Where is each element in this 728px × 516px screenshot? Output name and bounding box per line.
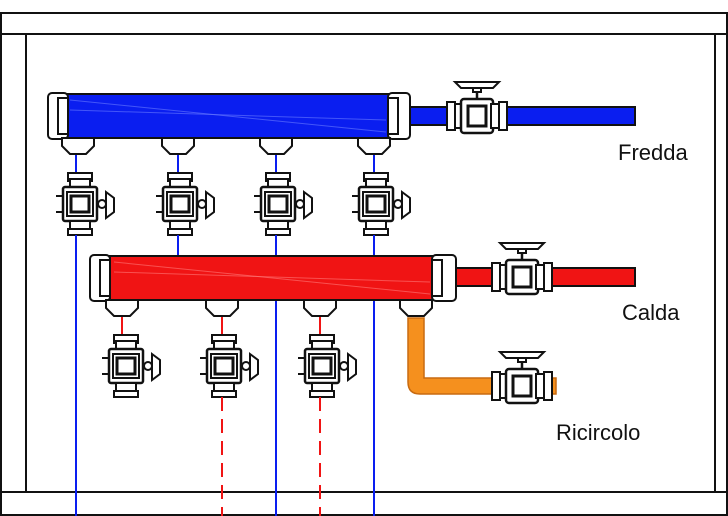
cold-supply-valve (445, 80, 509, 135)
recirc-line (407, 317, 557, 405)
cold-outlet-valve-3 (252, 171, 314, 237)
label-cold: Fredda (618, 140, 688, 165)
cold-outlet-valve-1 (54, 171, 116, 237)
cold-supply-pipe (409, 106, 636, 126)
cold-manifold (47, 80, 636, 516)
label-hot: Calda (622, 300, 680, 325)
hot-outlet-valve-2 (198, 333, 260, 399)
recirc-valve (490, 350, 554, 405)
hot-supply-valve (490, 241, 554, 296)
label-recirc: Ricircolo (556, 420, 640, 445)
cold-outlet-valve-4 (350, 171, 412, 237)
cabinet-frame (0, 12, 728, 516)
cold-outlet-valve-2 (154, 171, 216, 237)
hot-outlet-valve-3 (296, 333, 358, 399)
hot-outlet-valve-1 (100, 333, 162, 399)
hot-manifold (89, 241, 636, 516)
